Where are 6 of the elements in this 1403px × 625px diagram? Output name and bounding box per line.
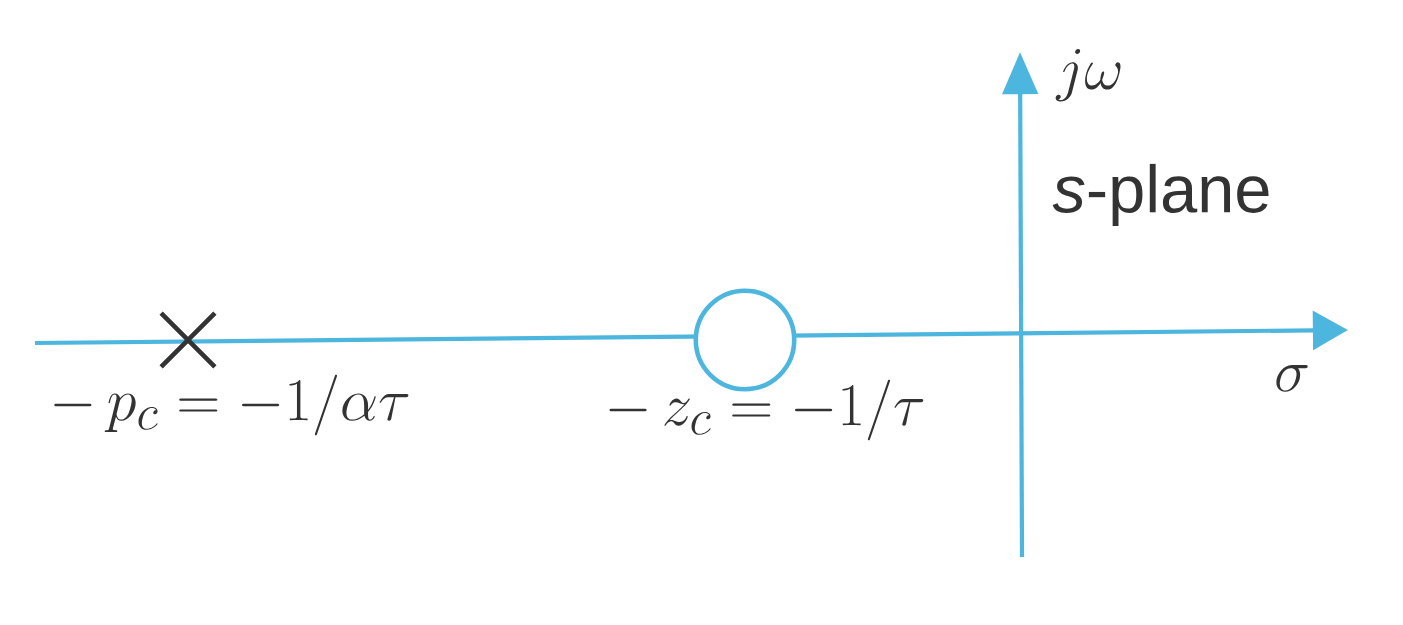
axis-label: $\sigma$ xyxy=(1276,364,1308,392)
plane-label: s-plane xyxy=(1052,163,1269,227)
marker-label: $-\,p_c = -1/\alpha\tau$ xyxy=(54,374,409,436)
marker-label: $-\,z_c = -1/\tau$ xyxy=(609,379,924,441)
pole-marker xyxy=(158,310,218,370)
axis-label: $j\omega$ xyxy=(1055,49,1121,102)
